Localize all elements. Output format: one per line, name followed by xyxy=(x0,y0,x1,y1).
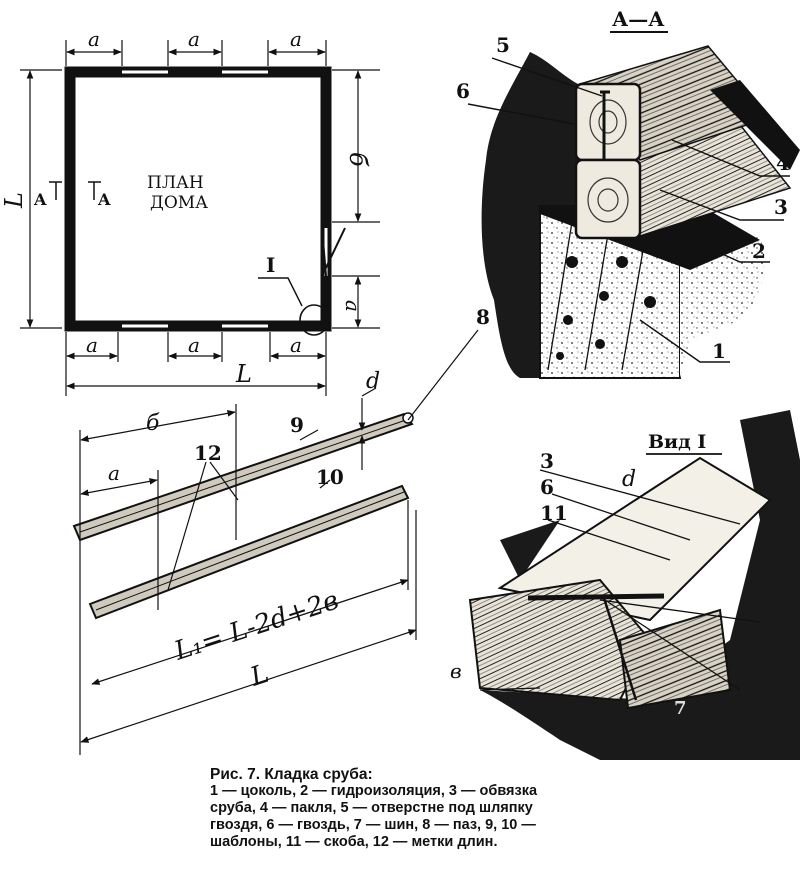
plan-label-line1: ПЛАН xyxy=(147,173,204,193)
template-9 xyxy=(72,412,414,542)
view-marker-3: 3 xyxy=(540,449,554,473)
section-marks xyxy=(49,181,101,200)
detail-leader xyxy=(258,277,303,307)
template-dim-b: б xyxy=(146,411,160,436)
section-marker-3: 3 xyxy=(774,195,788,219)
plan-top-dimensions xyxy=(65,40,327,66)
detail-mark: I xyxy=(266,253,275,277)
caption-line: шаблоны, 11 — скоба, 12 — метки длин. xyxy=(210,834,498,850)
template-dimensions xyxy=(79,329,479,755)
plan-dim-a-bottom-1: a xyxy=(86,333,98,357)
caption-line: сруба, 4 — пакля, 5 — отверстне под шляп… xyxy=(210,800,533,816)
plan-bottom-dimensions xyxy=(65,332,327,396)
nail xyxy=(600,90,610,160)
view-i: Вид I 3 6 11 d в 7 xyxy=(450,410,800,760)
view-marker-7: 7 xyxy=(674,698,687,719)
template-dim-a: a xyxy=(108,461,120,485)
detail-circle xyxy=(299,304,329,336)
view-marker-11: 11 xyxy=(540,501,568,525)
ground xyxy=(680,230,764,378)
plan-dim-L-bottom: L xyxy=(235,360,252,388)
plan-door-swing xyxy=(321,227,346,277)
plan-label-line2: ДОМА xyxy=(150,193,208,213)
plan-right-dimensions xyxy=(332,69,380,329)
section-marker-4: 4 xyxy=(776,151,790,175)
section-marker-5: 5 xyxy=(496,33,510,57)
template-dim-L: L xyxy=(246,659,273,693)
view-marker-d: d xyxy=(622,467,636,492)
plan-dim-a-top-1: a xyxy=(88,27,100,51)
plan-dim-a-top-3: a xyxy=(290,27,302,51)
caption-line: гвоздя, 6 — гвоздь, 7 — шин, 8 — паз, 9,… xyxy=(210,817,536,833)
caption-title: Рис. 7. Кладка сруба: xyxy=(210,766,373,783)
template-marker-8: 8 xyxy=(476,305,490,329)
log-rings xyxy=(587,99,629,223)
view-title: Вид I xyxy=(648,431,706,453)
template-marker-9: 9 xyxy=(290,413,304,437)
template-formula: L₁= L-2d+2в xyxy=(170,585,342,667)
template-marker-12: 12 xyxy=(194,441,222,465)
caption-line: 1 — цоколь, 2 — гидроизоляция, 3 — обвяз… xyxy=(210,783,538,799)
template-marker-10: 10 xyxy=(316,465,344,489)
plan-dim-a-right: a xyxy=(341,300,365,312)
plan-dim-L-left: L xyxy=(0,192,28,209)
plan-dim-a-bottom-2: a xyxy=(188,333,200,357)
template-dim-d: d xyxy=(366,369,380,394)
section-title: А—А xyxy=(612,7,665,31)
plinth-aggregate xyxy=(556,256,656,360)
plan-walls xyxy=(64,66,332,332)
section-marker-1: 1 xyxy=(712,339,726,363)
view-marker-v: в xyxy=(450,659,462,683)
log-end-lower xyxy=(574,158,642,240)
section-dark-mass xyxy=(481,52,578,378)
view-staple xyxy=(527,593,665,601)
plan-dim-b-right: б xyxy=(344,152,372,167)
templates: б a d 12 9 10 8 L₁= L-2d+2в L xyxy=(72,305,490,755)
view-leaders xyxy=(479,469,761,691)
view-log-end xyxy=(618,608,732,710)
log-end-upper xyxy=(574,82,642,162)
view-pin xyxy=(602,597,638,701)
view-marker-6: 6 xyxy=(540,475,554,499)
section-mark-left: A xyxy=(33,190,47,209)
plan-left-dimension xyxy=(20,69,62,329)
section-marker-2: 2 xyxy=(752,239,766,263)
section-leaders xyxy=(467,57,790,363)
plan-dim-a-top-2: a xyxy=(188,27,200,51)
section-mark-right: A xyxy=(97,190,111,209)
section-aa: А—А xyxy=(456,7,800,379)
figure-caption: Рис. 7. Кладка сруба: 1 — цоколь, 2 — ги… xyxy=(210,766,610,851)
house-plan: a a a a a a L L б a xyxy=(0,27,380,396)
section-marker-6: 6 xyxy=(456,79,470,103)
plan-dim-a-bottom-3: a xyxy=(290,333,302,357)
